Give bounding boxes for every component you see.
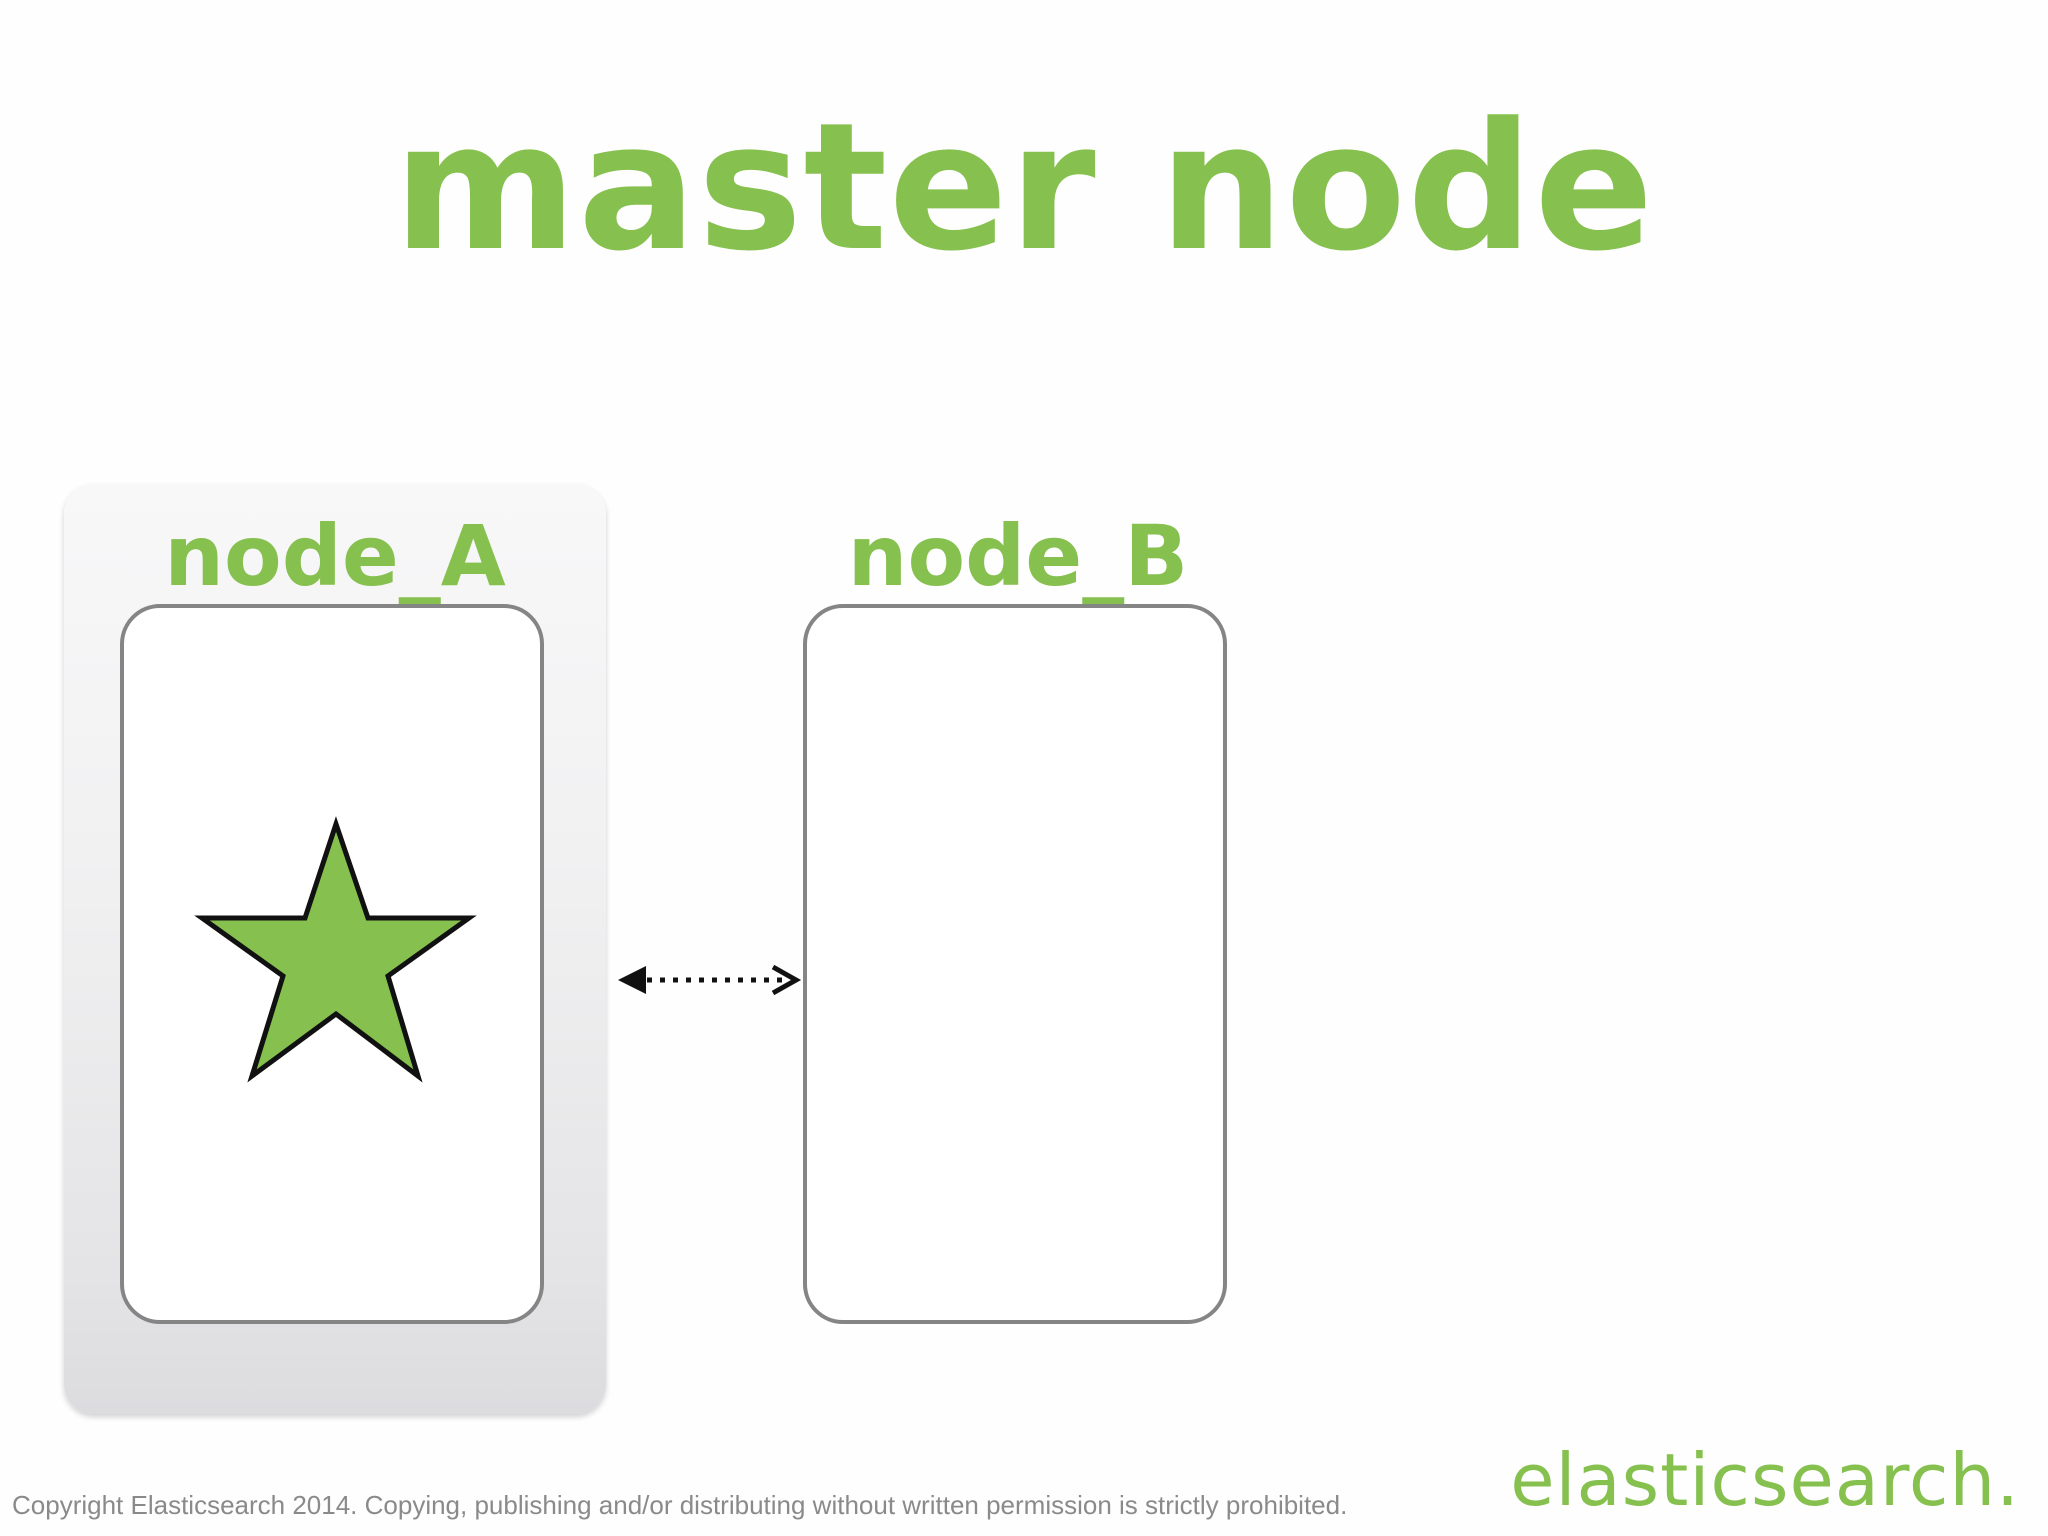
copyright-notice: Copyright Elasticsearch 2014. Copying, p… — [12, 1490, 1348, 1520]
star-icon — [194, 816, 477, 1083]
arrow-left-head-icon — [618, 966, 646, 994]
node-b-label: node_B — [847, 507, 1189, 605]
bidirectional-dotted-arrow — [618, 964, 802, 996]
elasticsearch-logo: elasticsearch. — [1510, 1438, 2020, 1522]
slide-title: master node — [393, 85, 1655, 290]
node-a-label: node_A — [164, 507, 506, 605]
arrow-right-head-icon — [771, 964, 802, 996]
node-b-box — [803, 604, 1227, 1324]
node-a-box — [120, 604, 544, 1324]
